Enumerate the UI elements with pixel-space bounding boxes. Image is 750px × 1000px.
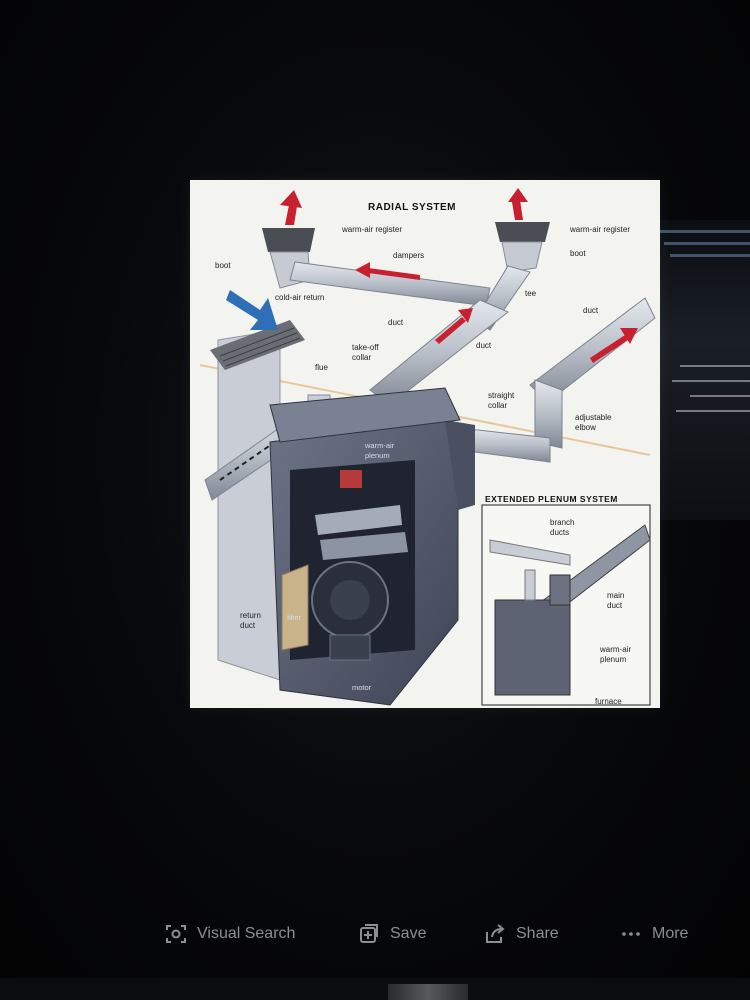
adjustable-elbow [534,379,563,449]
label-plenum: plenum [365,451,390,460]
share-button[interactable]: Share [484,923,559,945]
label-main-duct: duct [607,601,623,610]
label-elbow: elbow [575,423,596,432]
warm-air-register-right [495,222,550,242]
diagram-title: RADIAL SYSTEM [368,202,456,213]
furnace-duct-diagram: RADIAL SYSTEM warm-air register warm-air… [199,188,656,706]
label-duct-top: duct [388,318,404,327]
label-filter: filter [287,613,302,622]
airflow-arrows [280,188,638,363]
label-ducts: ducts [550,528,569,537]
bottom-strip [0,978,750,1000]
warm-air-register-left [262,228,315,252]
warm-air-plenum [269,387,461,443]
label-take-off: take-off [352,343,379,352]
label-collar: collar [352,353,371,362]
label-boot-left: boot [215,261,231,270]
label-warm-air-register-right: warm-air register [569,225,630,234]
share-label: Share [516,925,559,942]
motor-unit [329,634,371,661]
label-warm-air: warm-air [364,441,395,450]
inset-furnace [494,599,571,696]
label-branch: branch [550,518,574,527]
inset-title: EXTENDED PLENUM SYSTEM [485,494,618,504]
save-label: Save [390,925,427,942]
filter-panel [281,564,309,651]
label-return: return [240,611,261,620]
thumbnail-preview[interactable] [388,984,468,1000]
label-flue: flue [315,363,328,372]
visual-search-label: Visual Search [197,925,296,942]
label-main: main [607,591,624,600]
label-cold-air-return: cold-air return [275,293,324,302]
save-icon [360,924,378,943]
image-action-bar: Visual Search Save Share More [0,915,750,960]
label-straight: straight [488,391,515,400]
label-inset-warm-air: warm-air [599,645,631,654]
more-dots-icon [622,932,640,936]
save-button[interactable]: Save [358,923,426,945]
label-duct-middle: duct [476,341,492,350]
label-motor: motor [352,683,372,692]
share-icon [486,924,505,943]
label-return-duct: duct [240,621,256,630]
label-dampers: dampers [393,251,424,260]
more-button[interactable]: More [620,923,688,945]
label-tee: tee [525,289,537,298]
label-warm-air-register-left: warm-air register [341,225,402,234]
label-furnace: furnace [595,697,622,706]
background-window-edge [658,220,750,520]
label-inset-plenum: plenum [600,655,627,664]
visual-search-button[interactable]: Visual Search [165,923,295,945]
image-viewer[interactable]: RADIAL SYSTEM warm-air register warm-air… [190,180,660,708]
label-straight-collar: collar [488,401,507,410]
label-boot-right: boot [570,249,586,258]
label-duct-right: duct [583,306,599,315]
visual-search-icon [166,925,186,943]
more-label: More [652,925,689,942]
cold-air-arrow [226,290,278,330]
label-adjustable: adjustable [575,413,612,422]
